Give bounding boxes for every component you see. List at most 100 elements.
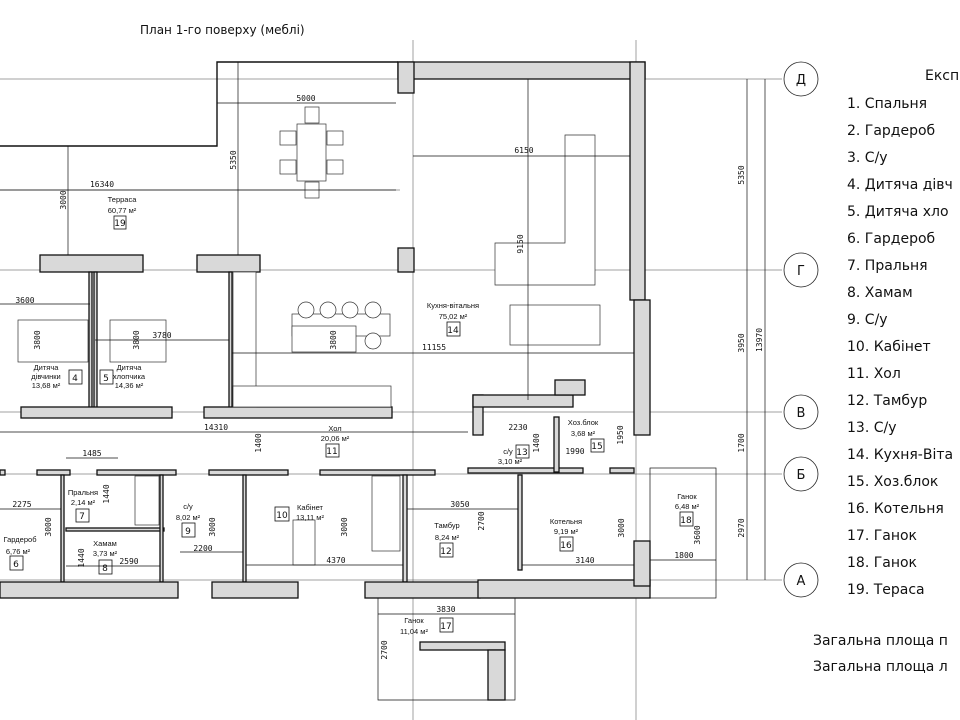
dining-table <box>279 106 344 199</box>
svg-text:8,02 м²: 8,02 м² <box>176 513 201 522</box>
svg-text:14310: 14310 <box>204 423 228 432</box>
svg-text:19: 19 <box>114 219 126 229</box>
svg-text:13970: 13970 <box>755 328 764 352</box>
svg-text:3780: 3780 <box>152 331 171 340</box>
axis-a: А <box>783 562 819 598</box>
room-9: с/у8,02 м²9 <box>176 502 201 538</box>
kitchen-island <box>291 301 391 353</box>
svg-text:Ганок: Ганок <box>677 492 697 501</box>
svg-text:3050: 3050 <box>450 500 469 509</box>
svg-text:2700: 2700 <box>380 640 389 659</box>
sofa-office <box>371 475 401 552</box>
svg-text:Кухня-вітальня: Кухня-вітальня <box>427 301 479 310</box>
legend-item: 16. Котельня <box>847 501 944 517</box>
svg-text:Г: Г <box>797 264 805 279</box>
dimension-lines <box>0 62 716 615</box>
svg-text:13,11 м²: 13,11 м² <box>296 513 324 522</box>
living-table <box>509 304 601 346</box>
svg-text:Ганок: Ганок <box>404 616 424 625</box>
svg-text:1400: 1400 <box>254 433 263 452</box>
legend-item: 3. С/у <box>847 150 888 166</box>
svg-text:3950: 3950 <box>737 333 746 352</box>
legend-item: 8. Хамам <box>847 285 913 301</box>
svg-text:Котельня: Котельня <box>550 517 582 526</box>
svg-text:5000: 5000 <box>296 94 315 103</box>
svg-text:1400: 1400 <box>532 433 541 452</box>
svg-text:Дитяча: Дитяча <box>117 363 143 372</box>
legend-item: 10. Кабінет <box>847 339 931 355</box>
legend-item: 13. С/у <box>847 420 897 436</box>
legend-item: 19. Тераса <box>847 582 925 598</box>
legend-item: 15. Хоз.блок <box>847 474 938 490</box>
svg-text:1990: 1990 <box>565 447 584 456</box>
svg-text:5350: 5350 <box>229 150 238 169</box>
legend-item: 14. Кухня-Віта <box>847 447 953 463</box>
svg-text:3140: 3140 <box>575 556 594 565</box>
svg-text:75,02 м²: 75,02 м² <box>439 312 468 321</box>
svg-text:Гардероб: Гардероб <box>4 535 37 544</box>
svg-text:3600: 3600 <box>693 525 702 544</box>
svg-text:1800: 1800 <box>674 551 693 560</box>
svg-text:дівчинки: дівчинки <box>31 372 60 381</box>
svg-text:8,24 м²: 8,24 м² <box>435 533 460 542</box>
axis-d: Д <box>783 61 819 97</box>
shower <box>134 475 160 526</box>
dimension-labels: 5000 5350 16340 3000 6150 9150 3600 3780… <box>12 94 702 660</box>
axis-dimensions: 5350 3950 13970 1700 2970 <box>737 79 766 580</box>
svg-text:4: 4 <box>72 374 78 384</box>
svg-text:3,10 м²: 3,10 м² <box>498 457 523 466</box>
svg-text:1440: 1440 <box>77 548 86 567</box>
bed-5 <box>109 319 167 363</box>
office-desk <box>292 519 316 566</box>
svg-text:6,48 м²: 6,48 м² <box>675 502 700 511</box>
svg-text:2230: 2230 <box>508 423 527 432</box>
legend-item: 12. Тамбур <box>847 393 927 409</box>
svg-text:8: 8 <box>102 564 108 574</box>
legend-item: 1. Спальня <box>847 96 927 112</box>
svg-text:с/у: с/у <box>183 502 193 511</box>
svg-text:10: 10 <box>276 511 288 521</box>
svg-text:17: 17 <box>440 622 451 632</box>
svg-text:2,14 м²: 2,14 м² <box>71 498 96 507</box>
svg-text:2275: 2275 <box>12 500 31 509</box>
total-area-1: Загальна площа п <box>813 633 948 649</box>
svg-text:3000: 3000 <box>208 517 217 536</box>
svg-text:3600: 3600 <box>15 296 34 305</box>
svg-text:В: В <box>797 406 806 421</box>
svg-text:1485: 1485 <box>82 449 101 458</box>
svg-text:Б: Б <box>797 468 806 483</box>
svg-text:2970: 2970 <box>737 518 746 537</box>
bed-4 <box>17 319 89 363</box>
svg-text:3000: 3000 <box>340 517 349 536</box>
svg-text:60,77 м²: 60,77 м² <box>108 206 137 215</box>
svg-text:11155: 11155 <box>422 343 446 352</box>
svg-text:Пральня: Пральня <box>68 488 98 497</box>
svg-text:Д: Д <box>796 73 806 88</box>
svg-text:3,73 м²: 3,73 м² <box>93 549 118 558</box>
svg-text:Хол: Хол <box>328 424 341 433</box>
svg-text:9,19 м²: 9,19 м² <box>554 527 579 536</box>
svg-text:с/у: с/у <box>503 447 513 456</box>
svg-text:3000: 3000 <box>44 517 53 536</box>
svg-text:13,68 м²: 13,68 м² <box>32 381 61 390</box>
svg-text:Кабінет: Кабінет <box>297 503 324 512</box>
svg-text:1700: 1700 <box>737 433 746 452</box>
total-area-2: Загальна площа л <box>813 659 948 675</box>
svg-text:3000: 3000 <box>617 518 626 537</box>
sofa <box>494 134 596 286</box>
kitchen-counter <box>232 385 392 408</box>
svg-text:2200: 2200 <box>193 544 212 553</box>
svg-text:20,06 м²: 20,06 м² <box>321 434 350 443</box>
svg-text:1440: 1440 <box>102 484 111 503</box>
